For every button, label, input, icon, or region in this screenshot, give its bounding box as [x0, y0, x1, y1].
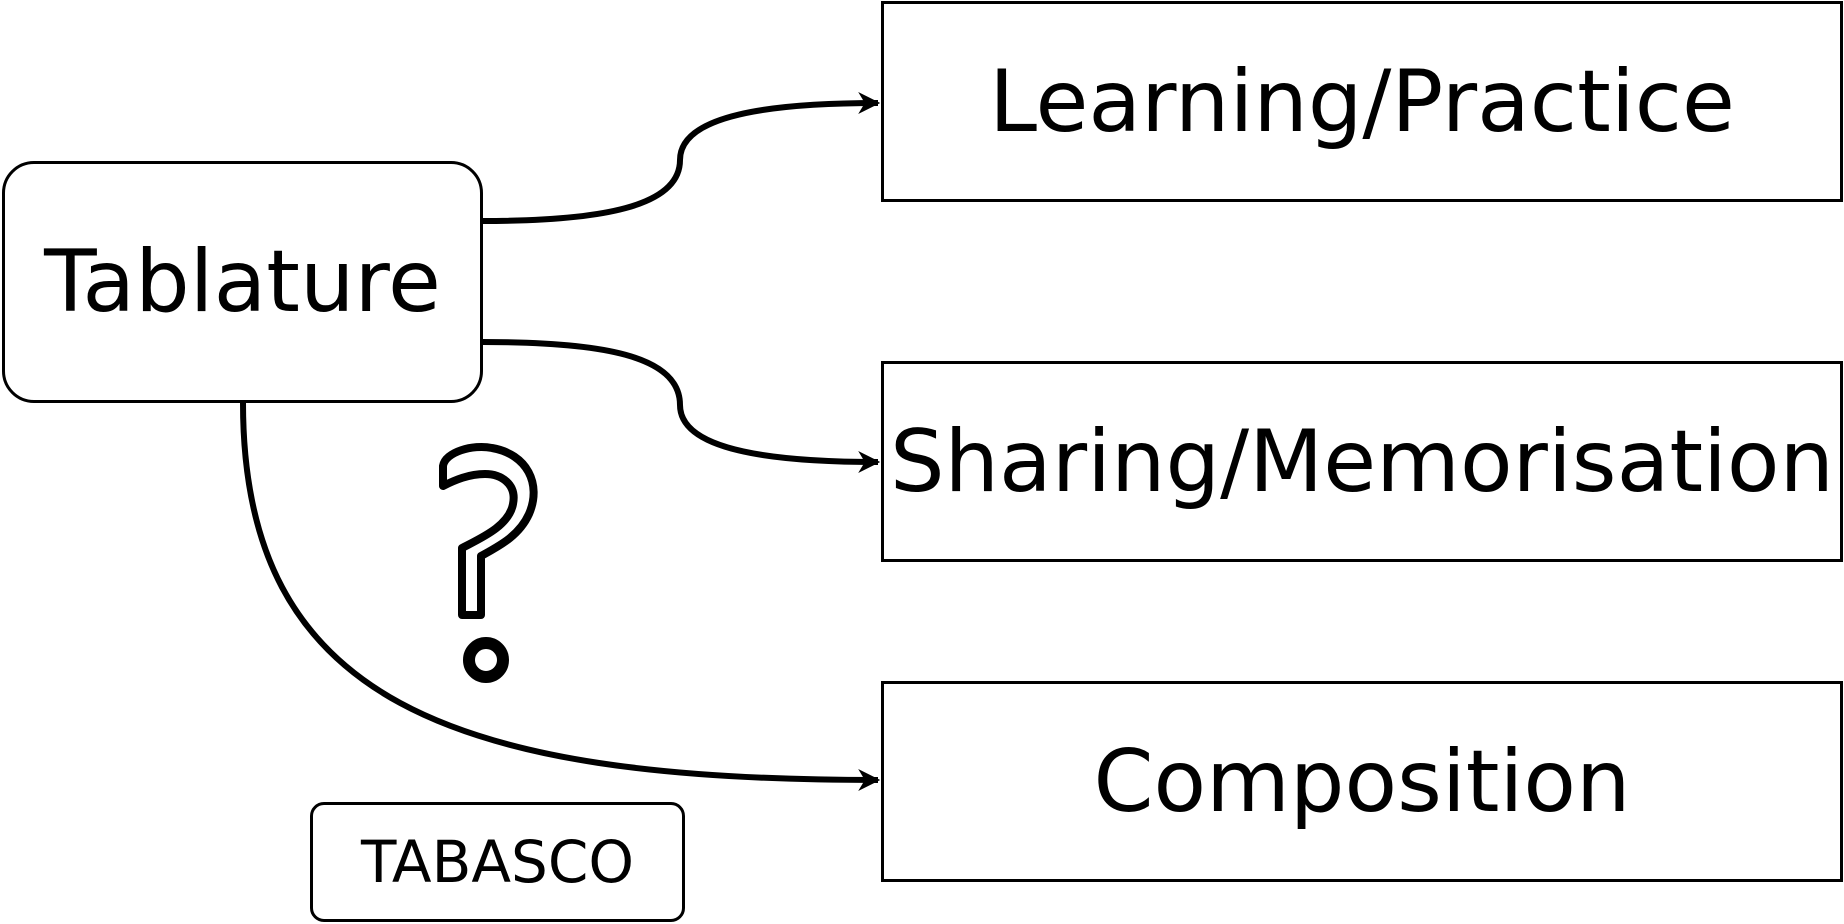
tabasco-tag: TABASCO	[310, 802, 685, 922]
arrow-to-composition	[240, 402, 881, 791]
sharing-memorisation-label: Sharing/Memorisation	[889, 411, 1835, 512]
composition-node: Composition	[881, 681, 1843, 882]
learning-practice-node: Learning/Practice	[881, 1, 1843, 202]
arrow-to-sharing-memorisation	[482, 339, 881, 473]
arrow-to-learning-practice	[482, 92, 881, 224]
tabasco-label: TABASCO	[360, 828, 635, 896]
sharing-memorisation-node: Sharing/Memorisation	[881, 361, 1843, 562]
composition-label: Composition	[1093, 731, 1631, 832]
question-mark-icon	[439, 443, 538, 683]
learning-practice-label: Learning/Practice	[989, 51, 1735, 152]
tablature-node: Tablature	[2, 161, 483, 403]
tablature-label: Tablature	[44, 232, 441, 332]
